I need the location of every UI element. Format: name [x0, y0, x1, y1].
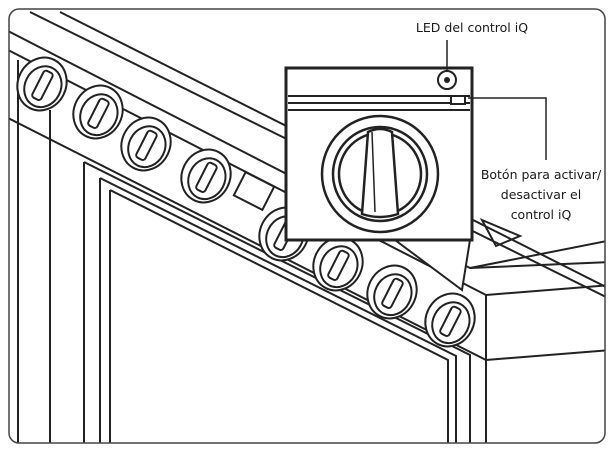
label-led: LED del control iQ	[416, 20, 528, 35]
knob-1	[16, 56, 68, 112]
knob-6	[312, 236, 364, 292]
oven-door	[83, 161, 471, 443]
knob-8	[424, 292, 476, 348]
zoomed-knob	[320, 114, 440, 234]
label-button-line-3: control iQ	[511, 207, 572, 222]
button-leader-line	[468, 97, 547, 160]
knob-7	[366, 264, 418, 320]
iq-toggle-button	[450, 95, 466, 105]
control-panel	[9, 49, 605, 385]
label-button-line-1: Botón para activar/	[481, 167, 602, 182]
oven-body	[17, 60, 487, 443]
zoom-inset	[284, 66, 474, 242]
led-indicator-icon	[437, 70, 457, 90]
frame-border	[8, 8, 606, 444]
knob-3	[120, 116, 172, 172]
knob-2	[72, 84, 124, 140]
label-button-line-2: desactivar el	[501, 187, 581, 202]
knob-4	[180, 148, 232, 204]
leader-lines	[446, 40, 547, 160]
